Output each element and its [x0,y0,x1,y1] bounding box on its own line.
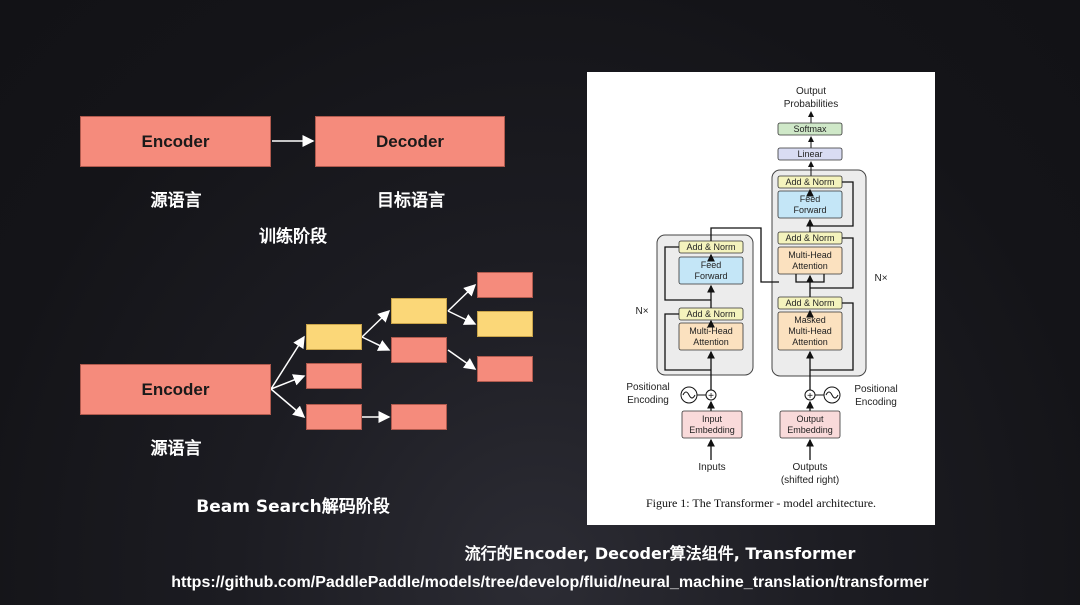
decoder-ff-label-2: Forward [793,205,826,215]
beam-node-1-3 [306,404,362,430]
training-encoder-box: Encoder [80,116,271,167]
input-embedding-label-2: Embedding [689,425,735,435]
training-stage-label: 训练阶段 [259,227,327,247]
beam-encoder-box: Encoder [80,364,271,415]
encoder-mha-label-2: Attention [693,337,729,347]
svg-text:+: + [807,391,813,402]
source-language-label: 源语言 [150,191,202,211]
outputs-label-2: (shifted right) [781,475,839,486]
figure-caption: Figure 1: The Transformer - model archit… [645,496,877,510]
decoder-positional-label-1: Positional [854,384,897,395]
softmax-block [777,122,843,136]
beam-node-2-2 [391,337,447,363]
linear-label: Linear [797,149,822,159]
decoder-ff-label-1: Feed [800,194,821,204]
beam-search-stage-label: Beam Search解码阶段 [196,497,390,517]
target-language-label: 目标语言 [377,191,445,211]
encoder-positional-label-2: Encoding [627,395,669,406]
beam-node-3-2 [477,311,533,337]
subtitle-text: 流行的Encoder, Decoder算法组件, Transformer [464,544,856,563]
training-decoder-box: Decoder [315,116,505,167]
encoder-positional-label-1: Positional [626,382,669,393]
decoder-add-norm-2-label: Add & Norm [785,233,834,243]
transformer-diagram: Output Probabilities Softmax Linear Add … [626,86,897,486]
encoder-add-norm-2-label: Add & Norm [686,242,735,252]
decoder-mha-label-2: Attention [792,261,828,271]
svg-text:+: + [708,391,714,402]
masked-label-1: Masked [794,315,826,325]
decoder-positional-label-2: Encoding [855,397,897,408]
output-probabilities-label-2: Probabilities [784,99,838,110]
output-probabilities-label-1: Output [796,86,826,97]
beam-node-2-1 [391,298,447,324]
encoder-stack [656,234,754,376]
decoder-add-norm-3-label: Add & Norm [785,177,834,187]
encoder-ff-label-2: Forward [694,271,727,281]
encoder-nx-label: N× [635,306,648,317]
masked-label-3: Attention [792,337,828,347]
beam-source-language-label: 源语言 [150,439,202,459]
output-embedding-label-2: Embedding [787,425,833,435]
beam-node-3-1 [477,272,533,298]
output-embedding-block [779,410,841,439]
inputs-label: Inputs [698,462,725,473]
decoder-mha-label-1: Multi-Head [788,250,832,260]
beam-node-3-3 [477,356,533,382]
transformer-figure: Output Probabilities Softmax Linear Add … [587,72,935,525]
beam-node-1-1 [306,324,362,350]
output-embedding-label-1: Output [796,414,824,424]
outputs-label-1: Outputs [792,462,827,473]
decoder-nx-label: N× [874,273,887,284]
linear-block [777,147,843,161]
input-embedding-label-1: Input [702,414,723,424]
beam-node-1-2 [306,363,362,389]
softmax-label: Softmax [793,124,827,134]
decoder-multi-head-attention [777,246,843,275]
input-embedding-block [681,410,743,439]
encoder-ff-label-1: Feed [701,260,722,270]
encoder-add-norm-1-label: Add & Norm [686,309,735,319]
encoder-mha-label-1: Multi-Head [689,326,733,336]
beam-node-2-3 [391,404,447,430]
decoder-add-norm-1-label: Add & Norm [785,298,834,308]
repository-url[interactable]: https://github.com/PaddlePaddle/models/t… [171,574,929,591]
masked-label-2: Multi-Head [788,326,832,336]
